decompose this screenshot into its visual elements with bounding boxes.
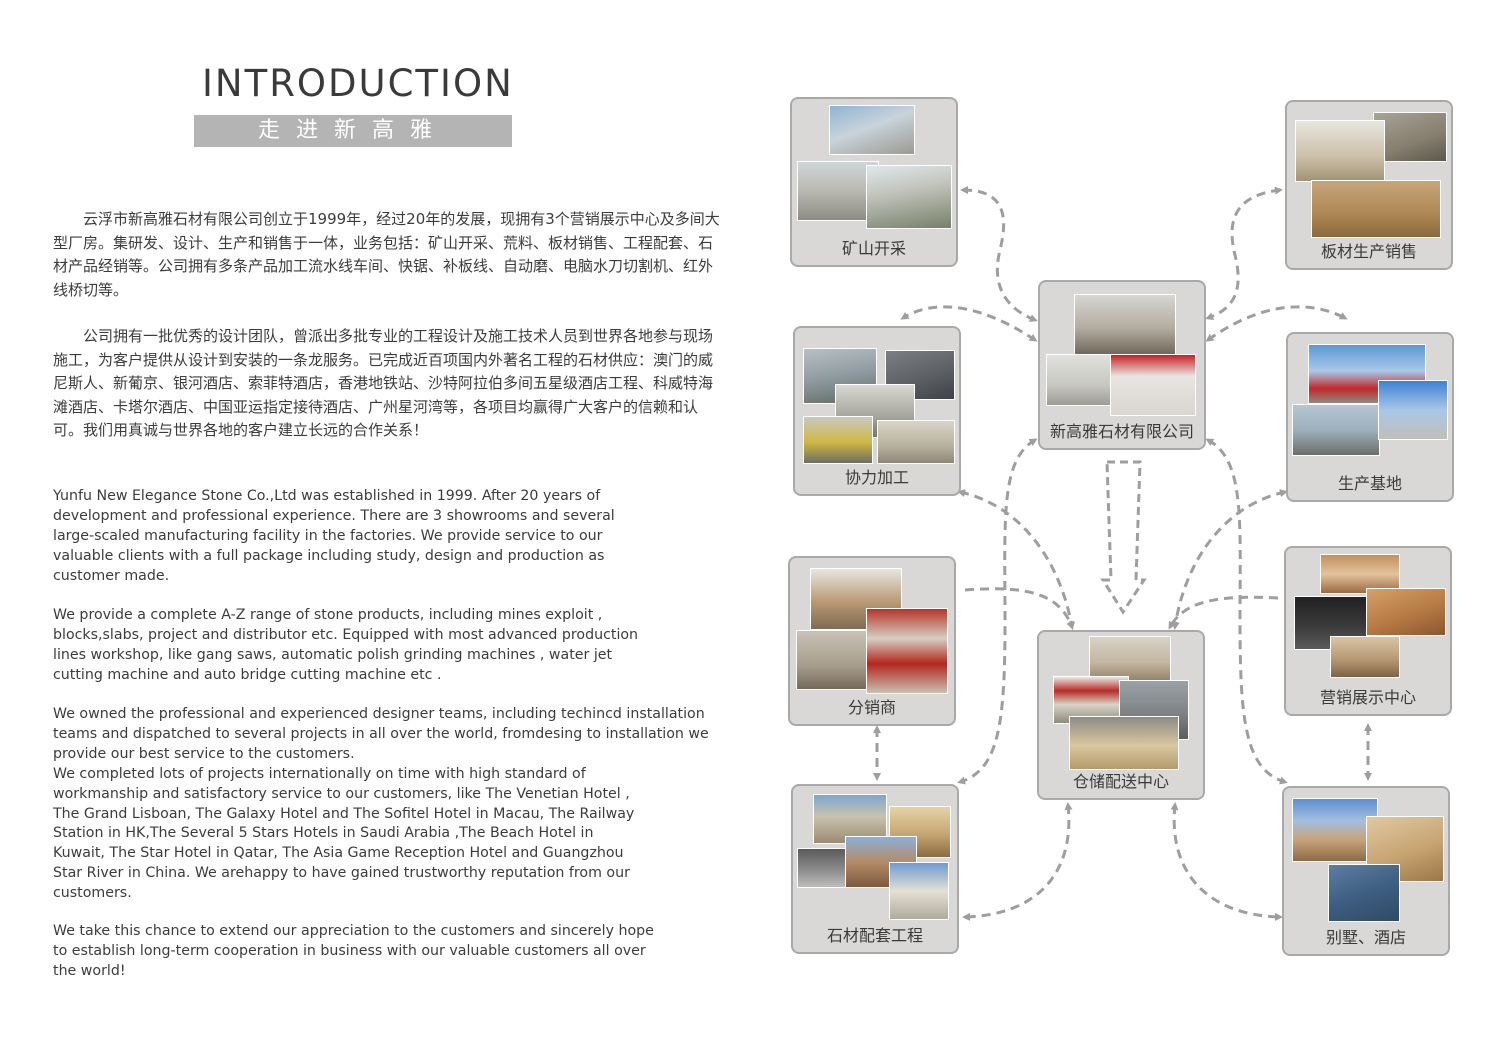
node-label: 分销商 <box>847 698 896 717</box>
arrow-warehouse-project <box>962 802 1073 921</box>
photo-cutting <box>803 416 873 464</box>
arrow-processing-warehouse <box>957 489 1076 630</box>
node-label: 石材配套工程 <box>826 926 923 945</box>
node-project-supply: 石材配套工程 <box>791 784 959 954</box>
photo-wood-crates <box>1311 180 1441 238</box>
arrow-company-villa <box>1205 438 1288 785</box>
photo-villa <box>813 794 887 844</box>
page-title: INTRODUCTION <box>202 62 514 105</box>
node-warehouse: 仓储配送中心 <box>1037 630 1205 800</box>
node-showroom: 营销展示中心 <box>1284 546 1452 716</box>
node-villa-hotel: 别墅、酒店 <box>1282 786 1450 956</box>
node-production-base: 生产基地 <box>1286 332 1454 502</box>
photo-showroom-entrance <box>1320 554 1400 594</box>
photo-quarry-site <box>866 165 952 229</box>
photo-stone-blocks <box>797 161 879 221</box>
node-partner-processing: 协力加工 <box>793 326 961 496</box>
node-label: 仓储配送中心 <box>1072 772 1169 791</box>
photo-display <box>1330 636 1400 678</box>
intro-en-paragraph-3: We owned the professional and experience… <box>53 706 709 902</box>
node-label: 矿山开采 <box>841 239 906 258</box>
intro-en-paragraph-2: We provide a complete A-Z range of stone… <box>53 607 639 683</box>
node-mining: 矿山开采 <box>790 97 958 267</box>
node-label: 新高雅石材有限公司 <box>1049 422 1194 441</box>
node-label: 营销展示中心 <box>1319 688 1416 707</box>
node-label: 协力加工 <box>844 468 909 487</box>
photo-stone-work <box>877 420 955 464</box>
intro-cn-paragraph-2: 公司拥有一批优秀的设计团队，曾派出多批专业的工程设计及施工技术人员到世界各地参与… <box>53 327 714 439</box>
photo-mansion <box>889 862 949 920</box>
photo-company-building <box>1110 354 1196 416</box>
photo-slab-yard <box>1373 112 1447 162</box>
arrow-base-warehouse <box>1171 489 1288 630</box>
arrow-company-warehouse <box>1100 460 1147 615</box>
photo-building <box>1378 380 1448 440</box>
photo-racks <box>866 608 948 694</box>
arrow-warehouse-villa <box>1170 802 1283 921</box>
node-slab-sales: 板材生产销售 <box>1285 100 1453 270</box>
node-distributor: 分销商 <box>788 556 956 726</box>
photo-warehouse-floor <box>796 630 870 690</box>
photo-factory-aerial <box>1292 404 1380 456</box>
arrow-company-project <box>957 438 1038 785</box>
photo-storage-hall <box>1069 716 1179 770</box>
intro-en-paragraph-4: We take this chance to extend our apprec… <box>53 923 654 979</box>
arrow-showroom-warehouse <box>1168 595 1279 630</box>
intro-cn-paragraph-1: 云浮市新高雅石材有限公司创立于1999年，经过20年的发展，现拥有3个营销展示中… <box>53 210 720 299</box>
photo-mosaic <box>1328 864 1400 922</box>
arrow-distributor-warehouse <box>964 587 1074 630</box>
photo-slab-warehouse <box>1295 120 1385 182</box>
arrow-mining-company <box>960 186 1038 322</box>
intro-en-paragraph-1: Yunfu New Elegance Stone Co.,Ltd was est… <box>53 488 615 584</box>
photo-hotel-exterior <box>1292 798 1378 862</box>
photo-meeting-room <box>1074 294 1176 356</box>
photo-office <box>1046 354 1120 406</box>
node-label: 板材生产销售 <box>1320 242 1417 261</box>
node-label: 别墅、酒店 <box>1325 928 1406 947</box>
node-label: 生产基地 <box>1337 474 1402 493</box>
page-subtitle: 走进新高雅 <box>194 115 512 147</box>
photo-quarry <box>829 105 915 155</box>
arrow-slab-company <box>1205 186 1283 321</box>
node-company: 新高雅石材有限公司 <box>1038 280 1206 450</box>
photo-interior <box>1366 588 1446 636</box>
